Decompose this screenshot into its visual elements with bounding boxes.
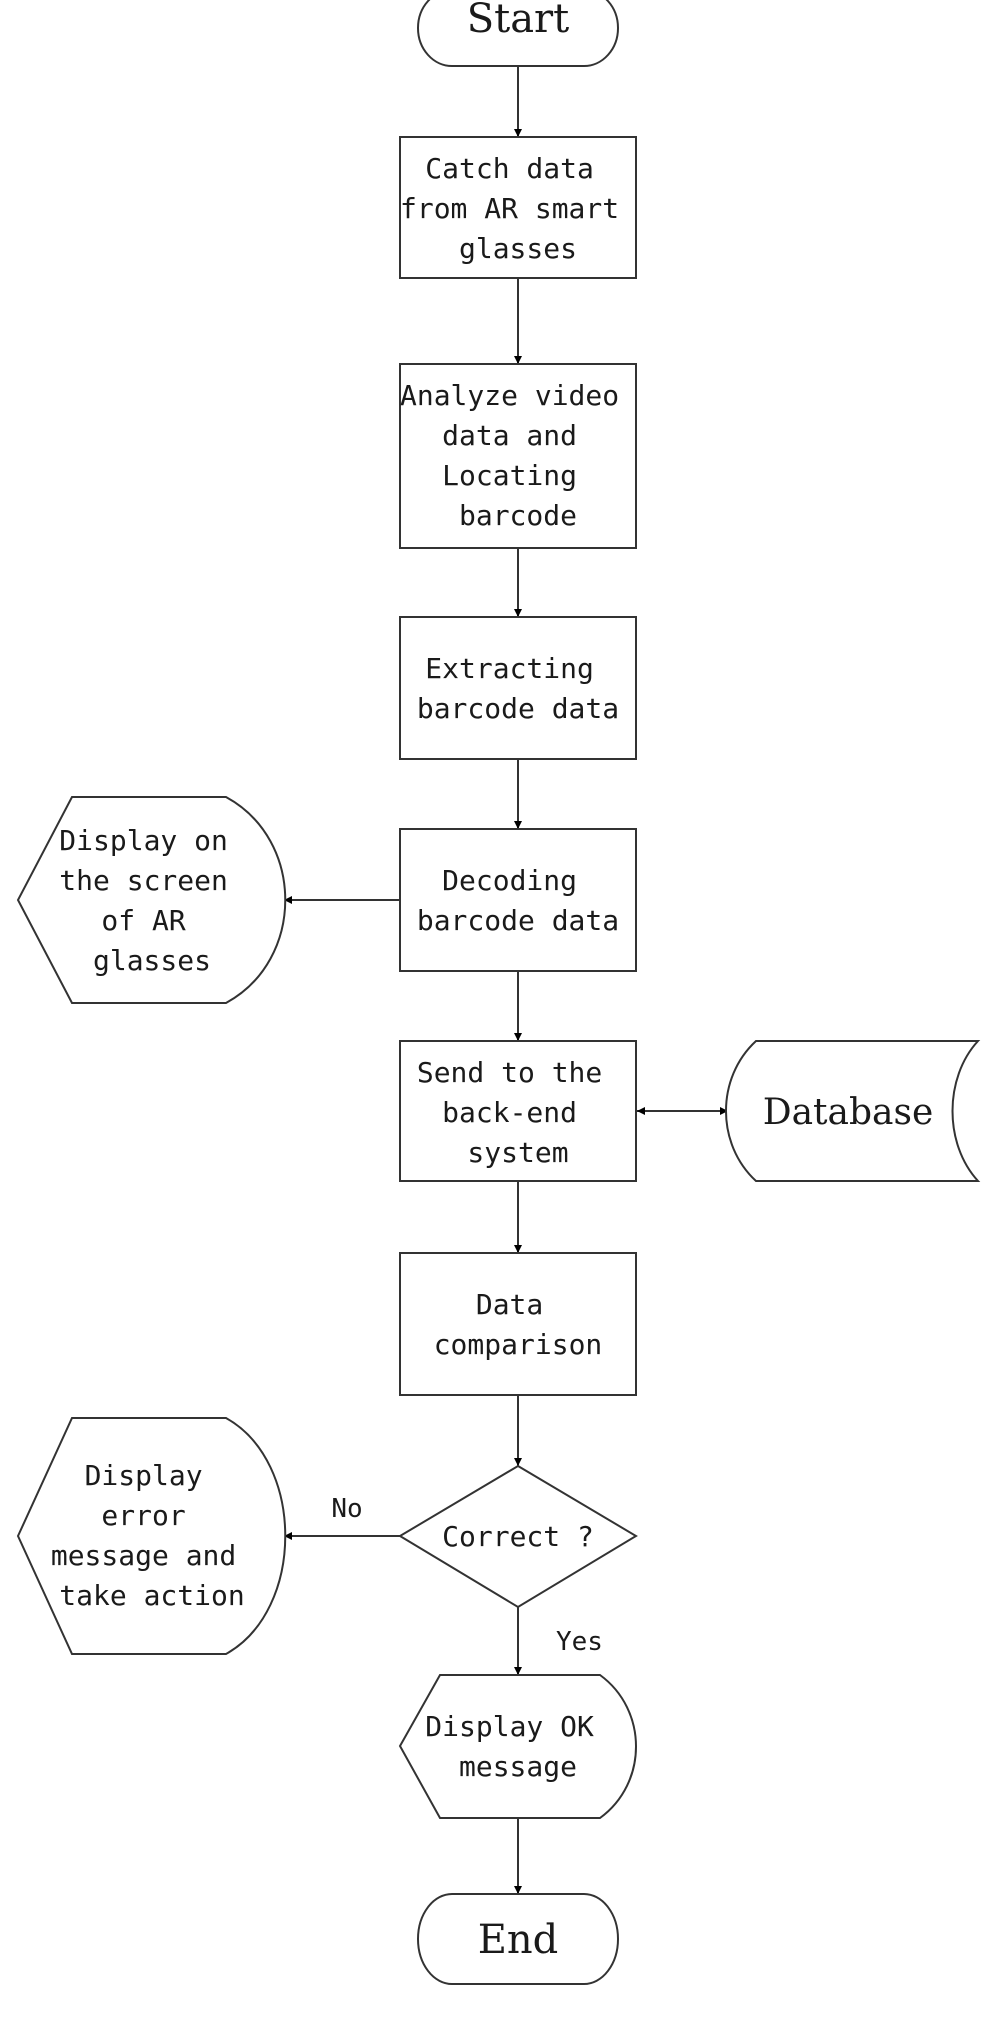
svg-text:Correct ?: Correct ? [442, 1520, 594, 1553]
display-screen-line-2: the screen [59, 864, 228, 897]
process-data-comparison: Data comparison [399, 1252, 637, 1396]
analyze-line-3: Locating [442, 459, 577, 492]
end-label: End [478, 1917, 559, 1963]
display-error-line-2: error [101, 1499, 185, 1532]
process-extracting: Extracting barcode data [399, 616, 637, 760]
decision-correct: Correct ? [398, 1464, 638, 1609]
svg-text:Extracting barcode data: Extracting barcode data [417, 652, 619, 725]
display-ok-line-1: Display OK [425, 1710, 594, 1743]
extract-line-1: Extracting [425, 652, 594, 685]
svg-text:Display OK message: Display OK message [425, 1710, 610, 1783]
display-on-screen: Display on the screen of AR glasses [16, 796, 287, 1004]
database-label: Database [763, 1092, 934, 1133]
end-node: End [417, 1893, 619, 1985]
svg-text:Analyze video data and: Analyze video data and Locating barcode [400, 379, 636, 532]
display-ok-line-2: message [459, 1750, 577, 1783]
display-error-line-3: message and [51, 1539, 236, 1572]
display-screen-line-3: of AR [101, 904, 185, 937]
svg-text:Start: Start [467, 0, 570, 42]
display-error-line-4: take action [59, 1579, 244, 1612]
svg-text:End: End [478, 1917, 559, 1963]
analyze-line-2: data and [442, 419, 577, 452]
svg-text:Send to the back-end: Send to the back-end system [417, 1056, 619, 1169]
connectors [284, 66, 728, 1894]
display-error-line-1: Display [85, 1459, 203, 1492]
process-analyze-video: Analyze video data and Locating barcode [399, 363, 637, 549]
send-line-1: Send to the [417, 1056, 602, 1089]
database-node: Database [725, 1040, 981, 1182]
catch-data-line-1: Catch data [425, 152, 594, 185]
extract-line-2: barcode data [417, 692, 619, 725]
process-catch-data: Catch data from AR smart glasses [399, 136, 637, 279]
decode-line-2: barcode data [417, 904, 619, 937]
start-label: Start [467, 0, 570, 42]
branch-no-label: No [331, 1494, 362, 1524]
analyze-line-4: barcode [459, 499, 577, 532]
catch-data-line-3: glasses [459, 232, 577, 265]
svg-text:Decoding barcode data: Decoding barcode data [417, 864, 619, 937]
catch-data-line-2: from AR smart [400, 192, 619, 225]
svg-text:Data comparison: Data comparison [434, 1288, 603, 1361]
compare-line-2: comparison [434, 1328, 603, 1361]
start-node: Start [417, 0, 619, 67]
svg-text:Database: Database [763, 1092, 934, 1133]
send-line-2: back-end [442, 1096, 577, 1129]
decode-line-1: Decoding [442, 864, 577, 897]
svg-text:Catch data from AR smart: Catch data from AR smart glasses [400, 152, 636, 265]
compare-line-1: Data [476, 1288, 543, 1321]
branch-yes-label: Yes [556, 1627, 603, 1657]
display-screen-line-1: Display on [59, 824, 228, 857]
process-decoding: Decoding barcode data [399, 828, 637, 972]
svg-text:Display error mess: Display error message and take action [51, 1459, 253, 1612]
display-error-message: Display error message and take action [16, 1417, 287, 1655]
svg-text:Display on the screen: Display on the screen of AR glasses [59, 824, 244, 977]
send-line-3: system [467, 1136, 568, 1169]
decision-label: Correct ? [442, 1520, 594, 1553]
display-screen-line-4: glasses [93, 944, 211, 977]
analyze-line-1: Analyze video [400, 379, 619, 412]
process-send-backend: Send to the back-end system [399, 1040, 637, 1182]
display-ok-message: Display OK message [398, 1674, 637, 1819]
